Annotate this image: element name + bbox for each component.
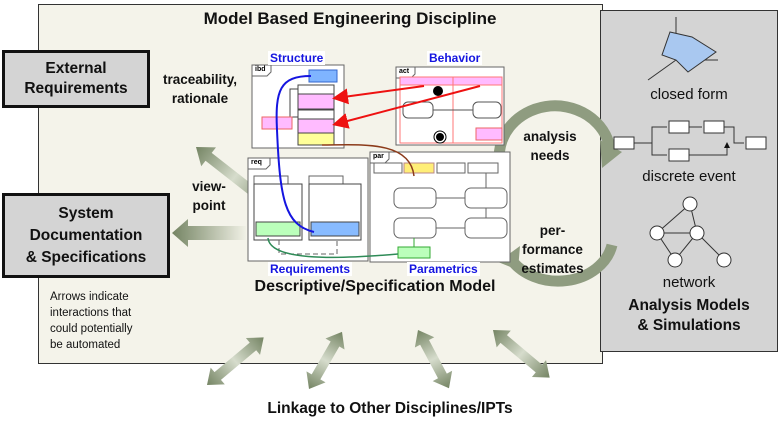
note-line3: could potentially — [50, 323, 133, 335]
trace-line-1 — [332, 85, 425, 105]
analysis-needs-arrowhead — [600, 140, 622, 168]
act-frame-tag: act — [399, 68, 410, 75]
performance-curve — [505, 243, 618, 287]
automation-note: Arrows indicate interactions that could … — [50, 289, 160, 353]
viewpoint-arrow — [172, 219, 246, 247]
linkage-arrow-3 — [414, 330, 453, 389]
note-line1: Arrows indicate — [50, 291, 129, 303]
system-docs-line2: Documentation — [29, 226, 143, 244]
analysis-title-line1: Analysis Models — [628, 297, 750, 314]
requirements-label: Requirements — [268, 262, 353, 276]
act-diagram — [395, 66, 505, 146]
polyhedron-icon — [647, 17, 718, 81]
par-diagram — [369, 151, 511, 263]
flow-network-icon — [613, 120, 767, 162]
formance-text: formance — [522, 242, 583, 257]
behavior-label: Behavior — [427, 51, 483, 65]
system-docs-line3: & Specifications — [25, 248, 147, 266]
viewpoint-label: view- point — [184, 177, 234, 215]
linkage-label: Linkage to Other Disciplines/IPTs — [267, 400, 513, 417]
analysis-needs-label: analysis needs — [515, 127, 585, 165]
system-docs-line1: System — [58, 204, 114, 222]
performance-estimates-label: per- formance estimates — [515, 221, 590, 278]
point-text: point — [192, 198, 226, 213]
req-frame-tag: req — [251, 159, 262, 166]
system-documentation-box: System Documentation & Specifications — [2, 193, 170, 278]
parametrics-label: Parametrics — [407, 262, 480, 276]
analysis-text: analysis — [523, 129, 577, 144]
per-text: per- — [539, 223, 566, 238]
discrete-event-label: discrete event — [642, 168, 736, 185]
view-text: view- — [192, 179, 226, 194]
network-label: network — [662, 274, 716, 291]
green-verify-curve — [267, 237, 399, 259]
graph-nodes-icon — [649, 196, 732, 268]
blue-allocation-curve — [275, 75, 315, 233]
note-line4: be automated — [50, 339, 121, 351]
estimates-text: estimates — [521, 261, 584, 276]
external-requirements-box: External Requirements — [2, 50, 150, 108]
trace-line-2 — [332, 85, 481, 129]
structure-label: Structure — [268, 51, 326, 65]
brown-binding-curve — [321, 144, 415, 177]
descriptive-model-label: Descriptive/Specification Model — [254, 278, 496, 295]
ibd-frame-tag: ibd — [255, 66, 266, 73]
req-diagram — [247, 157, 369, 262]
needs-text: needs — [530, 148, 570, 163]
main-title: Model Based Engineering Discipline — [203, 9, 497, 28]
external-requirements-line1: External — [45, 60, 107, 77]
linkage-arrow-2 — [306, 331, 345, 389]
external-requirements-line2: Requirements — [24, 80, 128, 97]
ibd-diagram — [251, 64, 345, 149]
traceability-label: traceability, rationale — [155, 70, 245, 108]
linkage-arrow-1 — [207, 337, 264, 385]
rationale-text: rationale — [171, 91, 229, 106]
analysis-models-title: Analysis Models & Simulations — [600, 296, 778, 336]
closed-form-label: closed form — [650, 86, 728, 103]
traceability-text: traceability, — [162, 72, 238, 87]
note-line2: interactions that — [50, 307, 132, 319]
analysis-title-line2: & Simulations — [637, 317, 741, 334]
linkage-arrow-4 — [493, 330, 550, 378]
par-frame-tag: par — [373, 153, 384, 160]
